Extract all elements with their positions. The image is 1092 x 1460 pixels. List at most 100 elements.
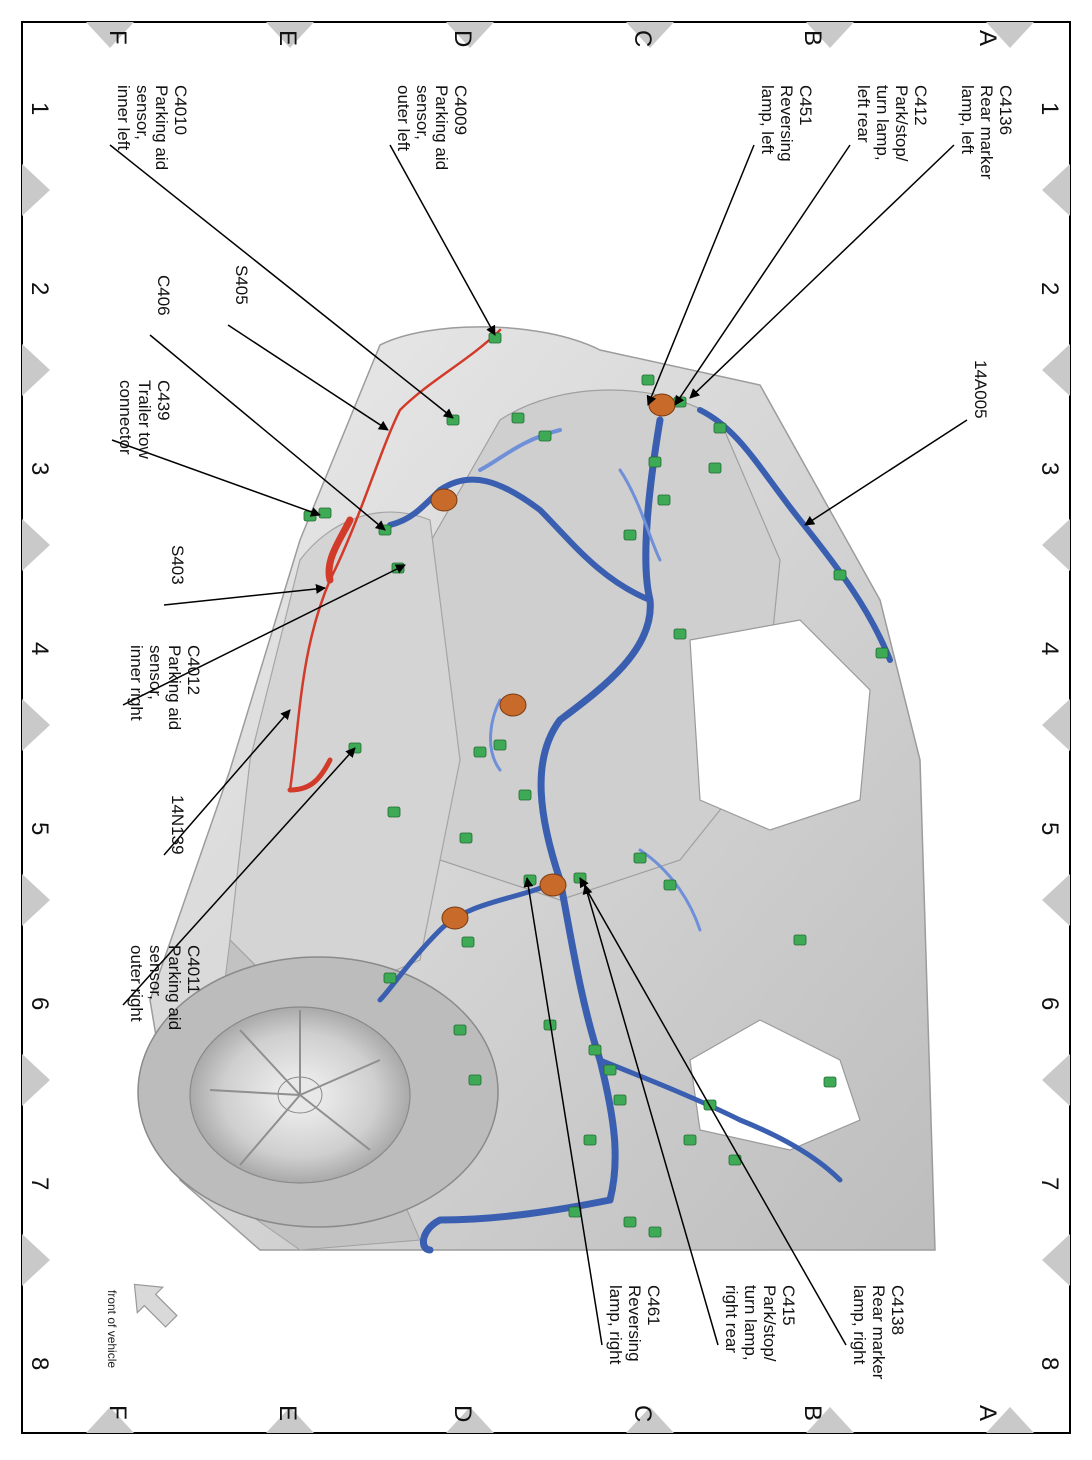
- frame-marker-left: [22, 1054, 50, 1106]
- callout-line: Parking aid: [165, 645, 184, 730]
- grid-column-label: 3: [1036, 462, 1063, 475]
- callout-line: C4011: [184, 945, 203, 994]
- connector-block: [446, 414, 460, 426]
- callout-line: turn lamp,: [741, 1285, 760, 1361]
- callout-line: Parking aid: [165, 945, 184, 1030]
- connector-block: [648, 456, 662, 468]
- callout-line: outer right: [127, 945, 146, 1022]
- leader-line-c4012: [122, 564, 406, 706]
- callout-line: C4136: [996, 85, 1015, 135]
- connector-block: [588, 1044, 602, 1056]
- connector-block: [713, 422, 727, 434]
- callout-line: S403: [168, 545, 187, 585]
- callout-line: C406: [154, 275, 173, 316]
- connector-block: [633, 852, 647, 864]
- callout-14n139: 14N139: [168, 795, 187, 855]
- front-of-vehicle-indicator: front of vehicle: [105, 1283, 178, 1368]
- grid-row-label: A: [974, 1405, 1001, 1421]
- connector-block: [523, 874, 537, 886]
- callout-line: Reversing: [625, 1285, 644, 1362]
- leader-line-c4136: [689, 144, 955, 399]
- callout-line: sensor,: [133, 85, 152, 140]
- connector-block: [459, 832, 473, 844]
- connector-block: [793, 934, 807, 946]
- callout-line: right rear: [722, 1285, 741, 1353]
- leader-line-s405: [227, 324, 389, 431]
- connector-block: [318, 507, 332, 519]
- connector-block: [603, 1064, 617, 1076]
- grid-column-label: 2: [1036, 282, 1063, 295]
- leader-line-c4138: [579, 877, 847, 1346]
- grid-row-label: F: [104, 1405, 131, 1420]
- leader-line-c4010: [109, 144, 454, 419]
- grid-row-label: B: [799, 1405, 826, 1421]
- leader-line-c415: [582, 884, 719, 1346]
- connector-block: [663, 879, 677, 891]
- callout-line: Park/stop/: [892, 85, 911, 162]
- leader-line-c4011: [122, 747, 356, 1006]
- callout-line: inner right: [127, 645, 146, 721]
- grid-column-label: 4: [1036, 642, 1063, 655]
- grid-row-label: F: [104, 30, 131, 45]
- frame-marker-left: [22, 874, 50, 926]
- connector-block: [461, 936, 475, 948]
- connector-block: [387, 806, 401, 818]
- callout-line: Trailer tow: [135, 380, 154, 459]
- grid-row-label: C: [629, 30, 656, 47]
- frame-marker-right: [1042, 1054, 1070, 1106]
- callout-line: C4009: [451, 85, 470, 135]
- leader-line-c406: [149, 334, 386, 531]
- grid-row-label: E: [274, 30, 301, 46]
- callout-line: sensor,: [146, 945, 165, 1000]
- grid-column-label: 4: [26, 642, 53, 655]
- grid-column-label: 8: [26, 1357, 53, 1370]
- front-of-vehicle-label: front of vehicle: [105, 1290, 119, 1368]
- callout-line: inner left: [114, 85, 133, 150]
- connector-block: [511, 412, 525, 424]
- grid-column-label: 1: [26, 102, 53, 115]
- callout-line: sensor,: [146, 645, 165, 700]
- leader-line-14n139: [163, 709, 291, 856]
- callout-line: C412: [911, 85, 930, 126]
- frame-marker-top: [86, 22, 134, 48]
- callout-line: S405: [232, 265, 251, 305]
- callout-s405: S405: [232, 265, 251, 305]
- frame-marker-left: [22, 344, 50, 396]
- connector-block: [538, 430, 552, 442]
- callout-line: lamp, right: [850, 1285, 869, 1365]
- callout-line: C4012: [184, 645, 203, 695]
- grid-row-label: C: [629, 1405, 656, 1422]
- grid-column-label: 6: [1036, 997, 1063, 1010]
- harness-grommet: [648, 393, 676, 417]
- frame-marker-left: [22, 519, 50, 571]
- callout-line: Rear marker: [977, 85, 996, 180]
- connector-block: [648, 1226, 662, 1238]
- callout-line: lamp, left: [758, 85, 777, 154]
- callout-line: lamp, right: [606, 1285, 625, 1365]
- grid-column-label: 6: [26, 997, 53, 1010]
- callout-line: Parking aid: [432, 85, 451, 170]
- callout-line: C461: [644, 1285, 663, 1326]
- callout-14a005: 14A005: [971, 360, 990, 419]
- harness-grommet: [430, 488, 458, 512]
- grid-column-label: 3: [26, 462, 53, 475]
- frame-marker-right: [1042, 699, 1070, 751]
- connector-block: [383, 972, 397, 984]
- rear-wheel: [137, 956, 499, 1228]
- leader-line-c439: [111, 439, 321, 517]
- frame-marker-right: [1042, 164, 1070, 216]
- connector-block: [833, 569, 847, 581]
- connector-block: [823, 1076, 837, 1088]
- frame-marker-right: [1042, 1234, 1070, 1286]
- frame-marker-left: [22, 699, 50, 751]
- frame-marker-top: [626, 22, 674, 48]
- grid-column-label: 7: [26, 1177, 53, 1190]
- grid-row-label: B: [799, 30, 826, 46]
